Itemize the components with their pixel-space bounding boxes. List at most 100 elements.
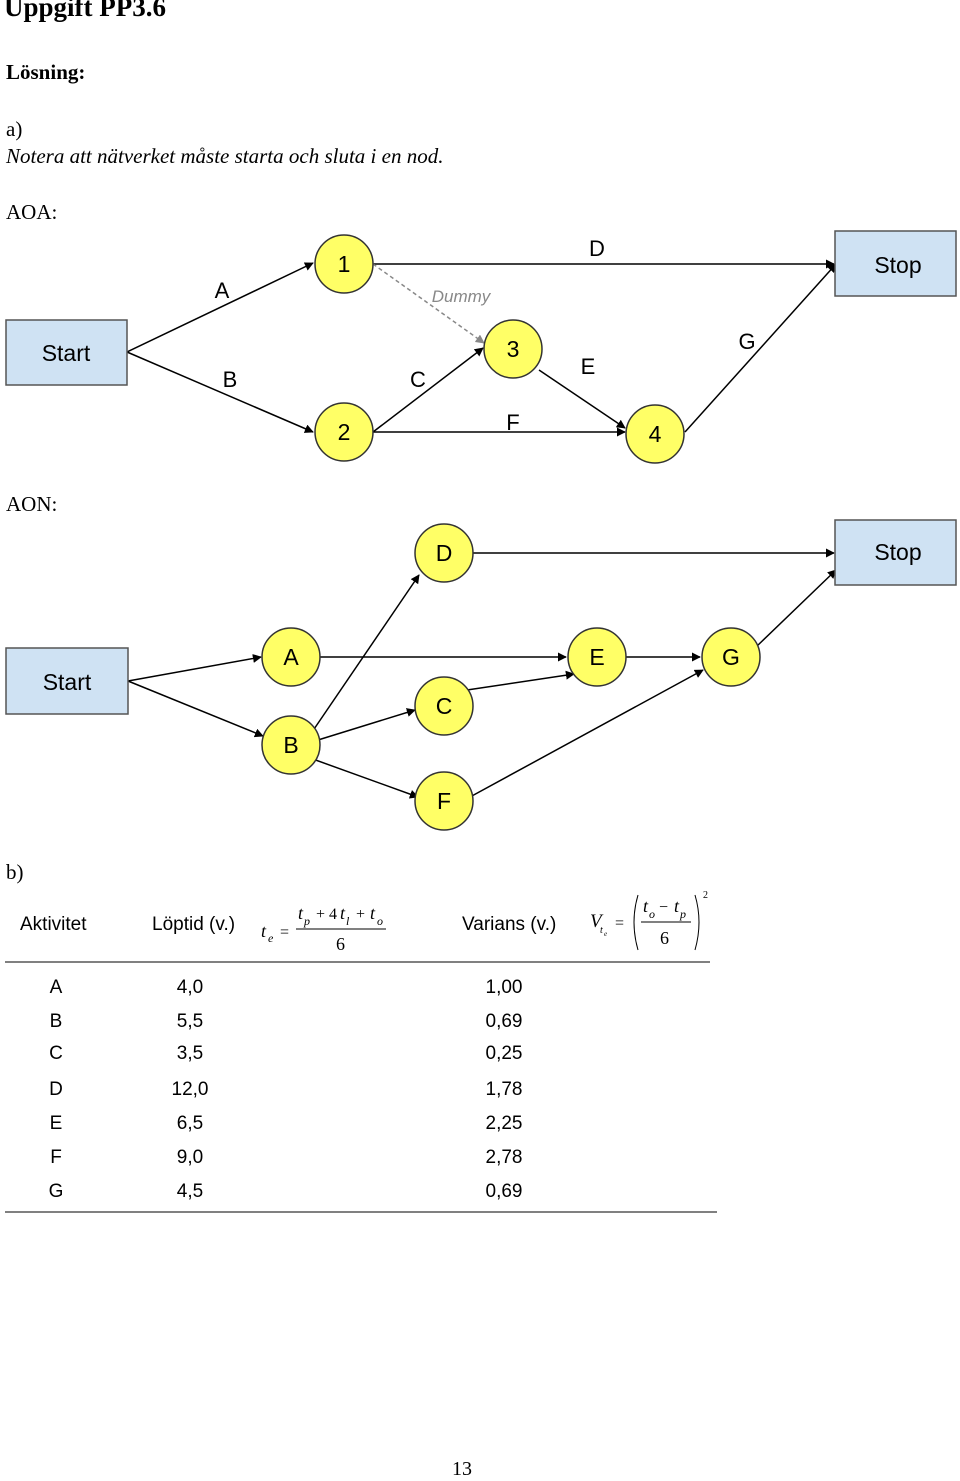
aoa-node-4 — [625, 404, 685, 464]
v-lhs: V — [590, 911, 604, 932]
aon-stop-node — [834, 519, 957, 586]
aoa-edge-b — [126, 351, 314, 433]
v-exp: 2 — [703, 890, 708, 901]
aon-diagram: Start Stop A B D C F E G — [5, 519, 957, 831]
aon-node-f-label: F — [437, 788, 451, 814]
aoa-node-1 — [314, 234, 374, 294]
cell-variance: 2,78 — [486, 1147, 523, 1168]
aon-node-c — [414, 676, 474, 736]
cell-activity: B — [50, 1011, 63, 1032]
aon-edge-b-c — [317, 708, 416, 741]
cell-duration: 12,0 — [172, 1079, 209, 1100]
aon-node-g — [701, 627, 761, 687]
cell-duration: 6,5 — [177, 1113, 203, 1134]
aoa-node-1-label: 1 — [338, 251, 351, 277]
cell-duration: 3,5 — [177, 1043, 203, 1064]
v-eq: = — [615, 915, 624, 932]
table-row: G 4,5 0,69 — [49, 1181, 523, 1202]
te-eq: = — [280, 924, 289, 941]
te-num-3-sub: o — [377, 914, 383, 928]
pert-table: Aktivitet Löptid (v.) Varians (v.) t e =… — [5, 890, 717, 1213]
aon-node-d-label: D — [436, 540, 453, 566]
aoa-node-3-label: 3 — [507, 336, 520, 362]
table-row: D 12,0 1,78 — [49, 1079, 522, 1100]
aoa-edge-label-a: A — [215, 278, 230, 303]
aoa-label: AOA: — [6, 200, 58, 224]
aoa-edge-label-dummy: Dummy — [432, 287, 492, 306]
formula-expected-time: t e = t p + 4 t l + t o 6 — [261, 903, 386, 954]
aoa-edge-c — [372, 347, 484, 433]
aon-node-a — [261, 627, 321, 687]
cell-variance: 0,69 — [486, 1181, 523, 1202]
te-num-plus-2: + — [356, 906, 365, 923]
cell-activity: G — [49, 1181, 64, 1202]
part-a-label: a) — [6, 117, 23, 141]
cell-activity: E — [50, 1113, 63, 1134]
v-left-paren — [633, 894, 639, 951]
v-num-minus: − — [659, 899, 668, 916]
cell-duration: 5,5 — [177, 1011, 203, 1032]
aon-edge-g-stop — [755, 569, 837, 648]
aon-start-node — [5, 647, 129, 715]
v-num-2: t — [674, 896, 680, 916]
cell-duration: 4,0 — [177, 977, 203, 998]
aon-node-c-label: C — [436, 693, 453, 719]
v-num-1-sub: o — [649, 907, 655, 921]
v-num-1: t — [643, 896, 649, 916]
aoa-edge-label-d: D — [589, 236, 605, 261]
cell-variance: 0,25 — [486, 1043, 523, 1064]
cell-activity: C — [49, 1043, 63, 1064]
cell-variance: 1,00 — [486, 977, 523, 998]
aoa-edge-dummy — [372, 263, 485, 344]
cell-variance: 1,78 — [486, 1079, 523, 1100]
te-num-1-sub: p — [303, 914, 310, 928]
aon-edge-b-d — [309, 574, 420, 736]
aon-edge-c-e — [466, 670, 575, 691]
aoa-edge-label-e: E — [581, 354, 596, 379]
aoa-edge-e — [538, 369, 626, 429]
cell-duration: 4,5 — [177, 1181, 203, 1202]
page-number: 13 — [452, 1458, 472, 1480]
aoa-start-node — [5, 319, 128, 386]
aon-start-label: Start — [43, 669, 92, 695]
aon-edge-f-g — [469, 669, 704, 798]
aoa-stop-label: Stop — [874, 252, 921, 278]
page-title: Uppgift PP3.6 — [4, 0, 166, 22]
aon-node-f — [414, 771, 474, 831]
aoa-start-label: Start — [42, 340, 91, 366]
v-lhs-sub: t — [600, 925, 603, 936]
aon-edge-b-f — [309, 757, 419, 799]
te-num-3: t — [370, 903, 376, 923]
table-row: C 3,5 0,25 — [49, 1043, 522, 1064]
v-num-2-sub: p — [679, 907, 686, 921]
aoa-node-4-label: 4 — [649, 421, 662, 447]
aon-node-g-label: G — [722, 644, 740, 670]
v-right-paren — [694, 894, 700, 951]
aoa-node-3 — [483, 319, 543, 379]
aon-node-b — [261, 715, 321, 775]
te-num-2: t — [340, 903, 346, 923]
te-den: 6 — [336, 934, 345, 954]
header-variance: Varians (v.) — [462, 914, 556, 935]
aoa-diagram: A B C D E F G Dummy Start Stop 1 2 3 4 — [5, 230, 957, 464]
te-num-2-sub: l — [346, 914, 350, 928]
formula-variance: V t e = t o − t p 6 2 — [590, 890, 708, 951]
header-duration: Löptid (v.) — [152, 914, 235, 935]
te-num-plus-1: + 4 — [316, 906, 337, 923]
aoa-node-2 — [314, 402, 374, 462]
aon-node-b-label: B — [283, 732, 298, 758]
aoa-edge-a — [126, 262, 314, 353]
solution-heading: Lösning: — [6, 60, 86, 84]
table-row: A 4,0 1,00 — [50, 977, 523, 998]
cell-activity: D — [49, 1079, 63, 1100]
aoa-edge-label-f: F — [506, 410, 519, 435]
aon-node-d — [414, 523, 474, 583]
cell-activity: A — [50, 977, 63, 998]
part-b-label: b) — [6, 860, 24, 884]
note-text: Notera att nätverket måste starta och sl… — [6, 144, 444, 168]
